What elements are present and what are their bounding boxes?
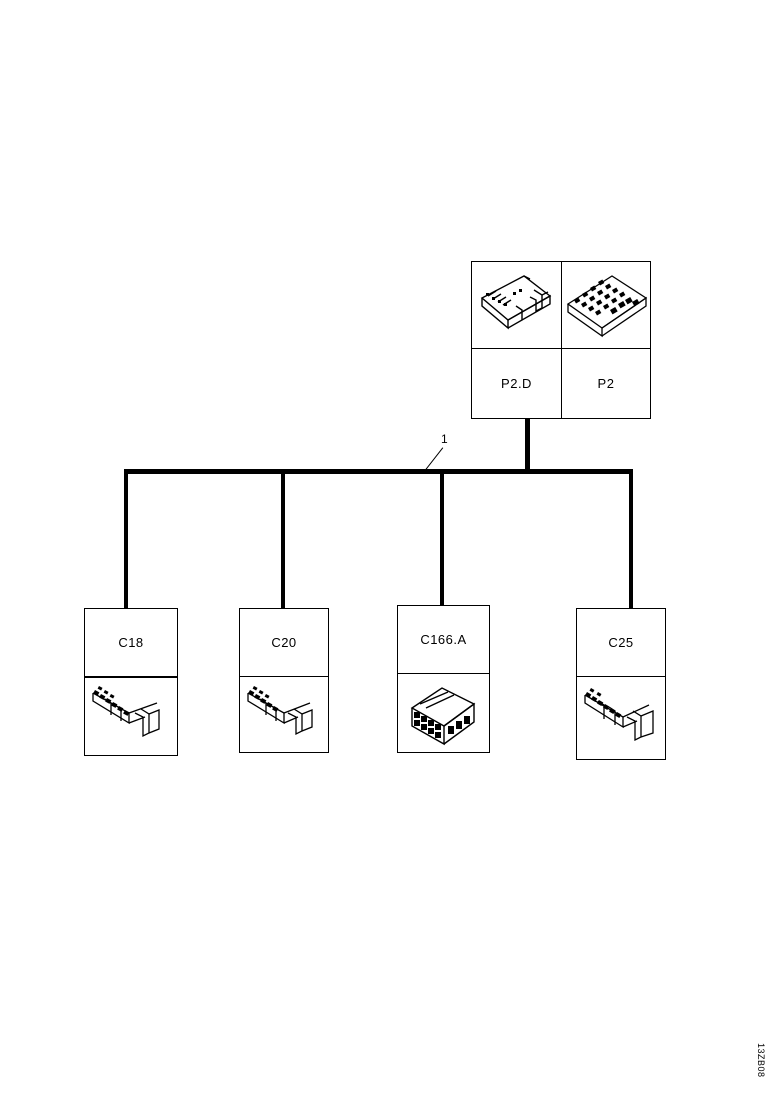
main-bus-line	[124, 469, 633, 474]
branch-line-c18	[124, 469, 128, 612]
connector-label-cell-c166a: C166.A	[398, 606, 489, 673]
callout-number: 1	[441, 432, 448, 446]
module-box-vertical-divider	[561, 262, 562, 418]
connector-box-c18	[84, 608, 178, 756]
connector-ribbon-icon	[480, 275, 552, 330]
connector-label-cell-c20: C20	[240, 609, 328, 676]
connector-box-c25	[576, 608, 666, 760]
connector-label-text-c20: C20	[271, 635, 297, 650]
connector-box-divider-c18	[85, 676, 177, 678]
connector-label-cell-c18: C18	[85, 609, 177, 676]
connector-label-text-c166a: C166.A	[420, 632, 467, 647]
branch-line-c20	[281, 472, 285, 612]
connector-block-icon	[410, 687, 476, 746]
module-box-horizontal-divider	[472, 348, 650, 349]
callout-leader-line	[424, 447, 444, 472]
branch-line-c166a	[440, 472, 444, 609]
connector-art-c20	[240, 677, 328, 752]
connector-art-c18	[85, 677, 177, 755]
connector-multipin-icon	[566, 275, 648, 338]
module-cell-label-0: P2.D	[472, 348, 561, 418]
connector-label-text-c18: C18	[118, 635, 144, 650]
connector-art-c166a	[398, 674, 489, 752]
module-label-text-0: P2.D	[501, 375, 532, 391]
connector-inline-icon	[247, 685, 313, 736]
connector-label-cell-c25: C25	[577, 609, 665, 676]
branch-line-c25	[629, 469, 633, 612]
connector-inline-icon	[92, 685, 160, 738]
module-drop-line	[525, 419, 530, 472]
connector-inline-icon	[584, 688, 654, 742]
connector-box-c20	[239, 608, 329, 753]
connector-art-c25	[577, 677, 665, 759]
connector-box-divider-c166a	[398, 673, 489, 674]
module-cell-label-1: P2	[562, 348, 650, 418]
connector-label-text-c25: C25	[608, 635, 634, 650]
module-label-text-1: P2	[597, 375, 615, 391]
connector-box-divider-c25	[577, 676, 665, 677]
module-cell-art-1	[562, 262, 650, 348]
drawing-reference-code: 13ZB08	[756, 1043, 766, 1078]
connector-box-divider-c20	[240, 676, 328, 677]
module-cell-art-0	[472, 262, 561, 348]
